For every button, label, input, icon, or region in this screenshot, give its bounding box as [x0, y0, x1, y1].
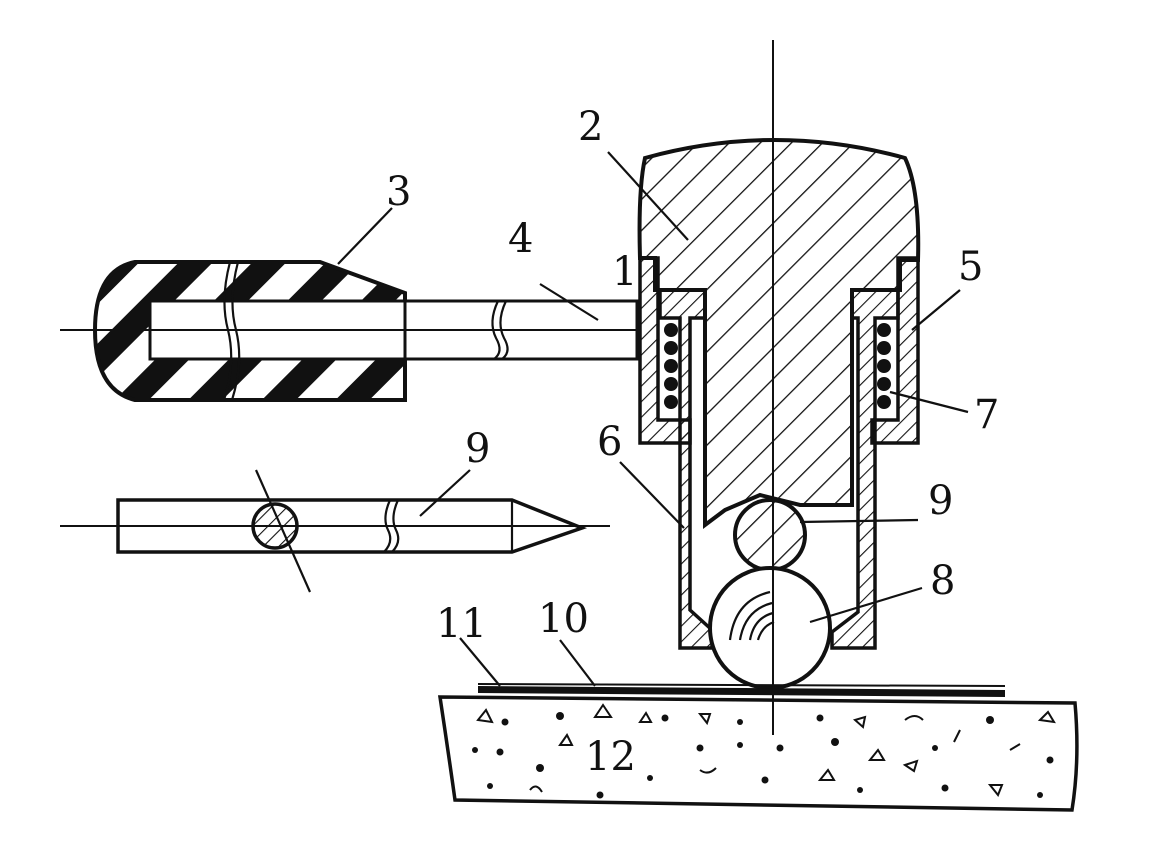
- spring-coil: [877, 395, 891, 409]
- springs: [664, 323, 891, 409]
- pin-break: [391, 499, 400, 553]
- leader-4: [539, 283, 599, 321]
- body-2: [637, 138, 921, 529]
- label-3: 3: [386, 169, 411, 215]
- label-7: 7: [974, 392, 999, 438]
- label-12: 12: [585, 734, 636, 780]
- leader-11: [459, 637, 501, 687]
- label-2: 2: [578, 104, 603, 150]
- spring-coil: [664, 341, 678, 355]
- spring-coil: [877, 359, 891, 373]
- label-4: 4: [508, 216, 533, 262]
- label-11: 11: [436, 601, 487, 647]
- ball-shine: [748, 611, 774, 641]
- label-9-section: 9: [928, 478, 953, 524]
- spring-coil: [877, 377, 891, 391]
- layer-line: [477, 683, 1006, 687]
- spring-coil: [877, 323, 891, 337]
- leader-8: [809, 586, 923, 624]
- spring-coil: [664, 323, 678, 337]
- leader-9b: [799, 518, 919, 524]
- leader-lines: [337, 151, 969, 687]
- substrate-block: [437, 695, 1079, 812]
- label-8: 8: [930, 558, 955, 604]
- tube-break-2: [491, 300, 501, 360]
- label-10: 10: [538, 596, 589, 642]
- label-9-pin: 9: [465, 426, 490, 472]
- ball-shine: [738, 601, 773, 641]
- spring-coil: [664, 359, 678, 373]
- center-lines: [60, 40, 774, 735]
- label-6: 6: [597, 419, 622, 465]
- substrate-texture: [476, 703, 1056, 797]
- spring-coil: [664, 377, 678, 391]
- spring-coil: [877, 341, 891, 355]
- labels: 1 2 3 4 5 6 7 8 9 9 10 11 12: [386, 104, 999, 780]
- leader-5: [911, 289, 961, 331]
- pin-break-2: [383, 499, 392, 553]
- section-line: [254, 469, 312, 593]
- leader-6: [619, 461, 685, 529]
- ball-shine: [728, 590, 771, 641]
- label-5: 5: [958, 244, 983, 290]
- ball-outline: [708, 566, 832, 690]
- leader-9a: [419, 469, 471, 517]
- leader-2: [607, 151, 689, 241]
- tube-break: [499, 300, 509, 360]
- spring-coil: [664, 395, 678, 409]
- pin-side-view: [116, 469, 588, 593]
- guide-right: [830, 288, 900, 650]
- substrate-dots: [472, 712, 1054, 799]
- pin-section-in-tube: [733, 498, 807, 572]
- substrate-assembly: [437, 683, 1079, 812]
- leader-7: [889, 390, 969, 414]
- leader-10: [559, 639, 596, 687]
- ball: [708, 566, 832, 690]
- leader-3: [337, 207, 393, 265]
- coating-layer: [478, 686, 1005, 697]
- label-1: 1: [612, 249, 637, 295]
- indenter-body: [637, 138, 921, 529]
